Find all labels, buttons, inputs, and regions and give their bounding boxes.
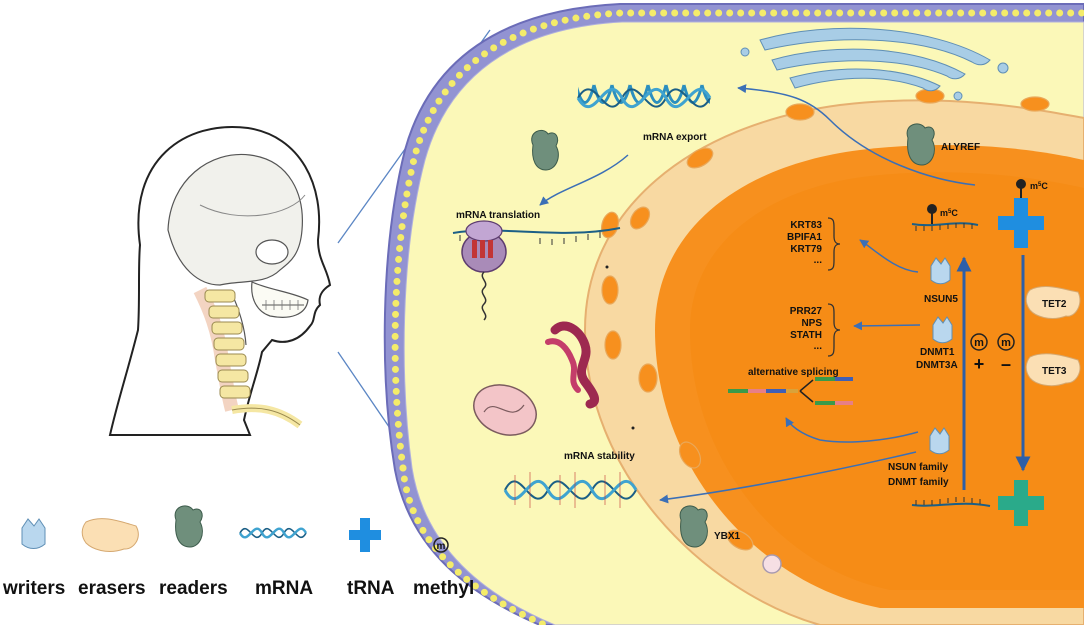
reader-cytoplasm — [531, 130, 559, 171]
svg-text:STATH: STATH — [790, 330, 822, 341]
svg-text:m: m — [437, 541, 446, 552]
mrna-helix-stability — [503, 472, 638, 508]
process-arrows — [539, 84, 976, 504]
mrna-icon — [238, 527, 308, 539]
label-dnmt3a: DNMT3A — [916, 360, 958, 371]
nuclear-pores — [600, 88, 1050, 551]
methyl-icon: m — [433, 537, 449, 553]
label-tet2: TET2 — [1042, 299, 1067, 310]
legend-label-readers: readers — [159, 578, 228, 599]
svg-text:KRT83: KRT83 — [790, 220, 822, 231]
arrow-splicing — [785, 417, 919, 443]
mrna-helix-export — [576, 74, 712, 122]
label-alternative-splicing: alternative splicing — [748, 367, 839, 378]
endoplasmic-reticulum — [545, 321, 600, 409]
mitochondrion — [473, 384, 537, 436]
eraser-tet3 — [1025, 353, 1081, 387]
label-tet3: TET3 — [1042, 366, 1067, 377]
legend-icons: m — [21, 505, 449, 553]
reader-alyref — [906, 123, 935, 166]
legend-label-methyl: methyl — [413, 578, 475, 599]
head-skull-illustration — [108, 126, 332, 436]
reader-ybx1 — [679, 505, 708, 548]
golgi-apparatus — [740, 27, 1009, 101]
writer-icon — [21, 518, 46, 549]
svg-text:m: m — [1001, 337, 1011, 349]
legend-label-trna: tRNA — [347, 578, 395, 599]
svg-text:BPIFA1: BPIFA1 — [787, 232, 822, 243]
arrow-nsun5 — [859, 239, 919, 273]
methyl-minus-symbol: m – — [997, 333, 1015, 374]
svg-text:KRT79: KRT79 — [790, 244, 822, 255]
legend-label-writers: writers — [3, 578, 66, 599]
vesicle — [762, 554, 782, 574]
trna-icon — [349, 518, 381, 552]
ribosome-translation — [452, 220, 621, 321]
trna-green — [998, 480, 1044, 526]
label-mrna-export: mRNA export — [643, 132, 707, 143]
legend-label-erasers: erasers — [78, 578, 146, 599]
label-ybx1: YBX1 — [714, 531, 741, 542]
arrow-export — [737, 84, 976, 186]
label-dnmt-family: DNMT family — [888, 477, 949, 488]
arrow-stability — [659, 451, 917, 504]
label-nsun-family: NSUN family — [888, 462, 948, 473]
unmethylated-mrna-strand — [911, 497, 991, 507]
label-mrna-translation: mRNA translation — [456, 210, 540, 221]
methylated-mrna-strand — [911, 204, 979, 231]
reader-icon — [174, 505, 203, 548]
label-alyref: ALYREF — [941, 142, 980, 153]
label-m5c-right: m5C — [1030, 181, 1048, 191]
arrow-export-to-translation — [539, 154, 629, 206]
eraser-icon — [81, 518, 139, 552]
svg-text:...: ... — [814, 341, 823, 352]
writer-nsun5 — [930, 257, 951, 285]
trna-blue — [998, 179, 1044, 248]
label-nsun5: NSUN5 — [924, 294, 958, 305]
methyl-plus-symbol: m + — [970, 333, 988, 374]
cell — [383, 3, 1084, 625]
writer-nsun-family — [929, 427, 950, 455]
gene-list-group1: KRT83 BPIFA1 KRT79 ... — [787, 220, 822, 266]
cervical-spine — [193, 286, 303, 429]
svg-text:+: + — [974, 354, 985, 374]
label-mrna-stability: mRNA stability — [564, 451, 635, 462]
brace-group2 — [827, 303, 841, 357]
label-m5c-left: m5C — [940, 208, 958, 218]
legend-label-mrna: mRNA — [255, 578, 314, 599]
svg-text:m: m — [974, 337, 984, 349]
svg-text:NPS: NPS — [801, 318, 822, 329]
svg-text:PRR27: PRR27 — [790, 306, 823, 317]
brace-group1 — [827, 217, 841, 271]
writer-dnmt1 — [932, 316, 953, 344]
label-dnmt1: DNMT1 — [920, 347, 955, 358]
eraser-tet2 — [1025, 286, 1081, 319]
svg-text:–: – — [1001, 354, 1011, 374]
svg-text:...: ... — [814, 255, 823, 266]
splicing-segments — [728, 377, 853, 405]
gene-list-group2: PRR27 NPS STATH ... — [790, 306, 823, 352]
arrow-dnmt1 — [853, 321, 921, 331]
